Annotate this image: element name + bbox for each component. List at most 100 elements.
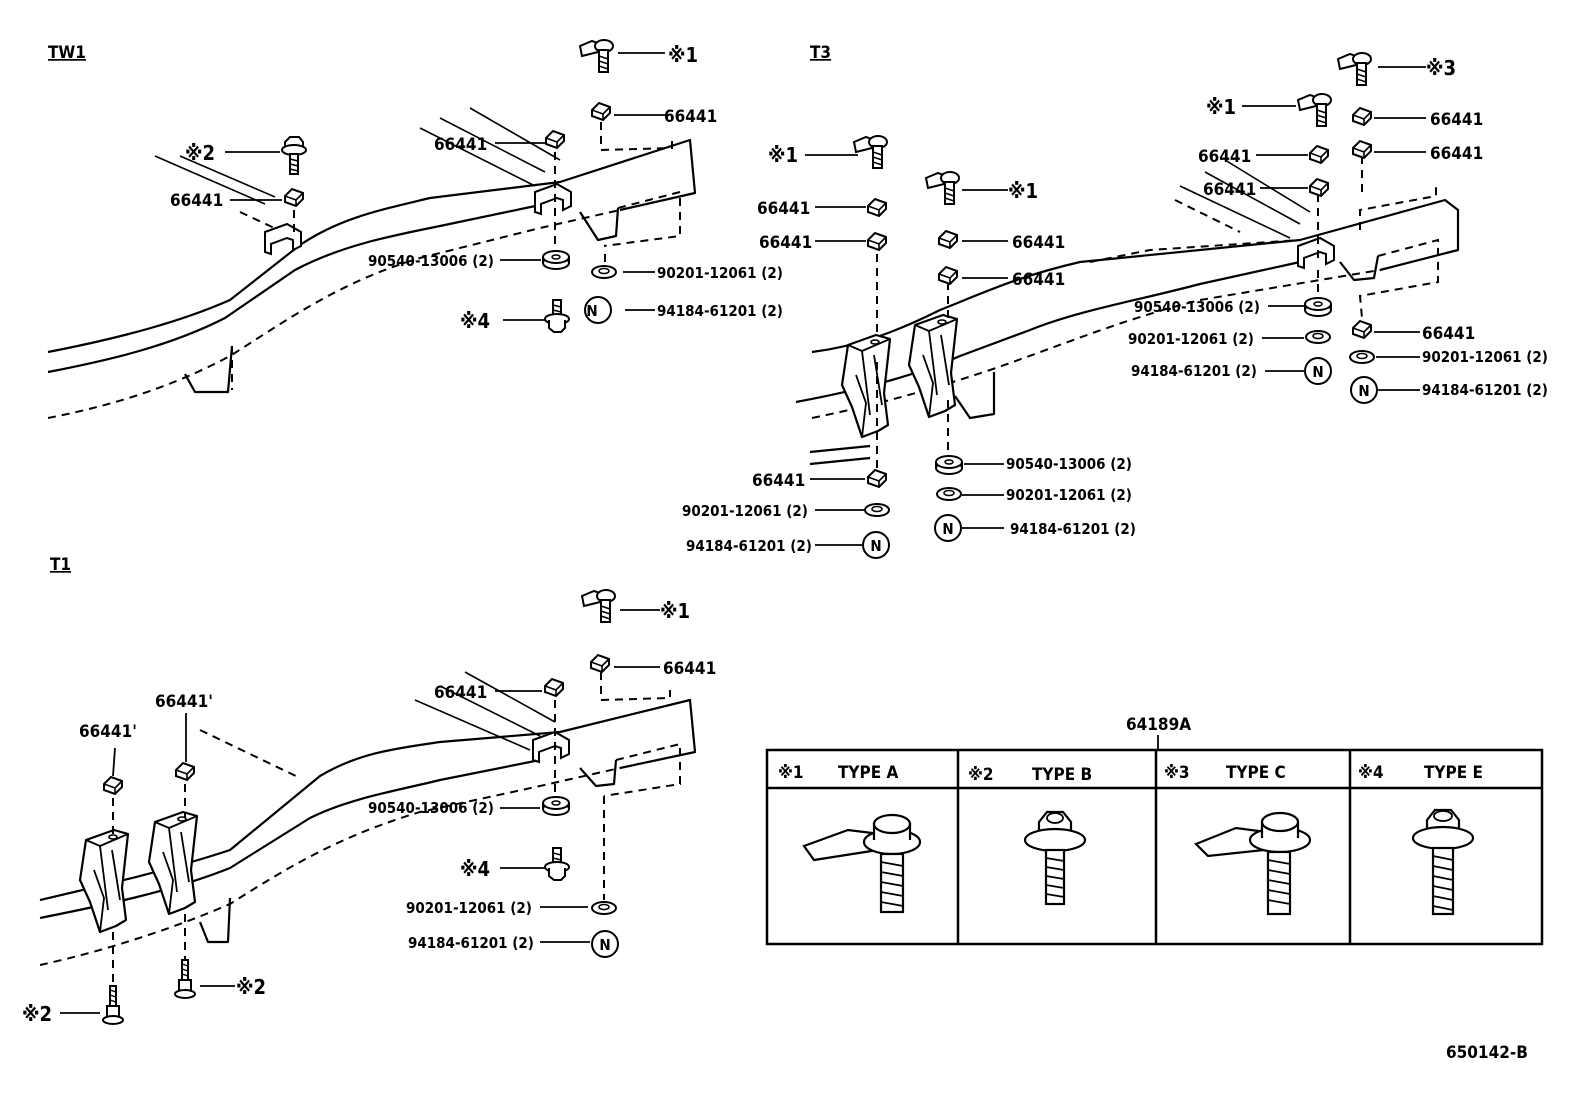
washer-90201-icon	[936, 487, 962, 501]
ref-mark-4: ※4	[460, 309, 490, 333]
part-label-90201-12061: 90201-12061 (2)	[406, 899, 532, 917]
bolt-type-b-icon	[102, 985, 124, 1025]
part-label-90201-12061: 90201-12061 (2)	[1128, 330, 1254, 348]
frame-clip-t3	[1297, 237, 1335, 269]
figure-id: 650142-B	[1446, 1043, 1528, 1063]
t3-section: T3	[682, 43, 1548, 559]
ref-mark-1: ※1	[768, 143, 798, 167]
ref-mark-2: ※2	[22, 1002, 52, 1026]
bracket-66441-icon	[938, 266, 958, 285]
nut-symbol: N	[1358, 382, 1369, 400]
spring-hanger-t1-left	[78, 828, 130, 934]
washer-90201-icon	[591, 901, 617, 915]
type-a-bolt-icon	[802, 813, 922, 914]
bolt-type-a-icon	[579, 39, 614, 73]
nut-symbol: N	[870, 537, 881, 555]
part-label-94184-61201: 94184-61201 (2)	[657, 302, 783, 320]
tw1-section: TW1 N ※2 66441 66441 66441 ※1 90	[47, 39, 783, 419]
frame-clip-t1	[532, 731, 570, 763]
part-label-94184-61201: 94184-61201 (2)	[686, 537, 812, 555]
nut-symbol: N	[1312, 363, 1323, 381]
ref-mark-1: ※1	[1008, 179, 1038, 203]
part-label-66441: 66441	[663, 659, 716, 679]
spring-hanger-t1-right	[147, 810, 199, 916]
part-label-66441: 66441	[434, 135, 487, 155]
bracket-66441-icon	[1352, 140, 1372, 159]
bracket-66441-icon	[1309, 145, 1329, 164]
part-label-94184-61201: 94184-61201 (2)	[408, 934, 534, 952]
bracket-66441-icon	[591, 102, 611, 121]
t1-section: T1 N ※1 66441 66441 66441' 6644	[22, 555, 716, 1026]
bolt-type-e-icon	[544, 847, 570, 881]
ref-mark-1: ※1	[660, 599, 690, 623]
ref-mark-3: ※3	[1426, 56, 1456, 80]
part-label-90201-12061: 90201-12061 (2)	[1006, 486, 1132, 504]
type-e-bolt-icon	[1411, 808, 1475, 916]
bolt-type-a-icon	[925, 171, 960, 205]
washer-90201-icon	[864, 503, 890, 517]
washer-90540-icon	[542, 250, 570, 270]
bolt-type-a-icon	[853, 135, 888, 169]
spring-hanger-t3-left	[840, 333, 892, 439]
part-label-66441: 66441	[1422, 324, 1475, 344]
ref-mark-2: ※2	[236, 975, 266, 999]
part-label-90540-13006: 90540-13006 (2)	[368, 799, 494, 817]
part-label-66441: 66441	[664, 107, 717, 127]
part-label-66441: 66441	[170, 191, 223, 211]
legend-ref-2: ※2	[968, 765, 994, 785]
part-label-66441: 66441	[757, 199, 810, 219]
ref-mark-4: ※4	[460, 857, 490, 881]
part-label-90540-13006: 90540-13006 (2)	[1006, 455, 1132, 473]
legend-ref-4: ※4	[1358, 763, 1384, 783]
bolt-type-e-icon	[544, 299, 570, 333]
part-label-66441: 66441	[759, 233, 812, 253]
ref-mark-1: ※1	[1206, 95, 1236, 119]
bolt-type-a-icon	[581, 589, 616, 623]
legend-part-number: 64189A	[1126, 715, 1191, 735]
part-label-66441-alt: 66441'	[155, 692, 213, 712]
washer-90540-icon	[542, 796, 570, 816]
bracket-66441-icon	[867, 469, 887, 488]
part-label-94184-61201: 94184-61201 (2)	[1131, 362, 1257, 380]
bracket-66441-icon	[284, 188, 304, 207]
nut-symbol: N	[586, 302, 597, 320]
part-label-66441: 66441	[1430, 144, 1483, 164]
part-label-90201-12061: 90201-12061 (2)	[657, 264, 783, 282]
washer-90201-icon	[591, 265, 617, 279]
section-title-t1: T1	[50, 555, 71, 575]
frame-clip-tw1-right	[534, 183, 572, 215]
bolt-type-b-icon	[174, 959, 196, 999]
section-title-t3: T3	[810, 43, 831, 63]
part-label-94184-61201: 94184-61201 (2)	[1422, 381, 1548, 399]
legend-ref-3: ※3	[1164, 763, 1190, 783]
bracket-66441-icon	[544, 678, 564, 697]
part-label-90540-13006: 90540-13006 (2)	[368, 252, 494, 270]
legend-ref-1: ※1	[778, 763, 804, 783]
washer-90201-icon	[1305, 330, 1331, 344]
part-label-66441: 66441	[1430, 110, 1483, 130]
part-label-66441: 66441	[1012, 233, 1065, 253]
part-label-66441: 66441	[752, 471, 805, 491]
bolt-type-c-icon	[1337, 52, 1372, 86]
part-label-66441: 66441	[1012, 270, 1065, 290]
legend-type-b: TYPE B	[1032, 765, 1092, 785]
bracket-66441-icon	[1352, 107, 1372, 126]
ref-mark-2: ※2	[185, 141, 215, 165]
washer-90540-icon	[935, 455, 963, 475]
spring-hanger-t3-right	[907, 313, 959, 419]
washer-90201-icon	[1349, 350, 1375, 364]
bracket-66441-icon	[590, 654, 610, 673]
part-label-66441: 66441	[434, 683, 487, 703]
legend-type-e: TYPE E	[1424, 763, 1483, 783]
bolt-type-a-icon	[1297, 93, 1332, 127]
type-c-bolt-icon	[1194, 811, 1312, 916]
bracket-66441-icon	[545, 130, 565, 149]
bolt-type-b-icon	[281, 136, 307, 175]
part-label-66441: 66441	[1203, 180, 1256, 200]
nut-symbol: N	[599, 936, 610, 954]
washer-90540-icon	[1304, 297, 1332, 317]
part-label-66441-alt: 66441'	[79, 722, 137, 742]
ref-mark-1: ※1	[668, 43, 698, 67]
type-b-bolt-icon	[1023, 810, 1087, 906]
